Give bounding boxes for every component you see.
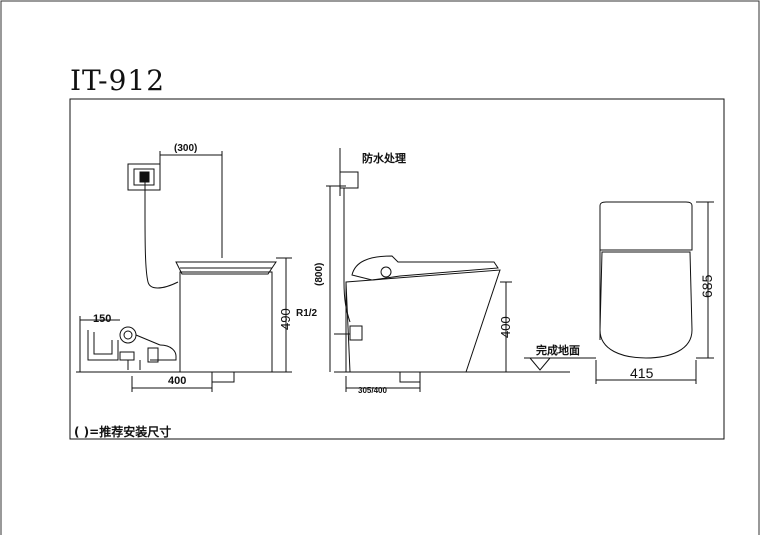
end-view [595, 201, 714, 384]
installation-note: ( )=推荐安装尺寸 [74, 425, 172, 439]
label-dim-415: 415 [630, 365, 654, 381]
toilet-profile-lid [351, 255, 499, 281]
wall-outlet-frame [127, 163, 161, 191]
toilet-lid [175, 261, 277, 275]
label-dim-150: 150 [93, 313, 111, 325]
toilet-profile-body [345, 269, 501, 373]
label-dim-490: 490 [278, 308, 293, 330]
end-tank [599, 201, 693, 251]
label-finished-floor: 完成地面 [536, 343, 580, 357]
end-bowl [599, 251, 693, 359]
model-title: IT-912 [70, 64, 166, 97]
hose-loop [87, 330, 119, 361]
label-dim-685: 685 [699, 274, 715, 298]
side-view [76, 151, 292, 392]
toilet-foot [211, 371, 235, 383]
label-r12: R1/2 [296, 308, 318, 319]
label-dim-400-profile: 400 [498, 316, 513, 338]
r12-connector [349, 325, 363, 341]
profile-view [326, 148, 596, 392]
toilet-body [179, 271, 273, 373]
connector-a [119, 351, 135, 361]
label-dim-800: (800) [314, 263, 325, 286]
label-dim-305-400: 305/400 [358, 386, 387, 395]
profile-foot [399, 371, 421, 383]
label-waterproof: 防水处理 [362, 151, 406, 165]
label-dim-400-side: 400 [168, 375, 186, 387]
valve-knob [119, 326, 137, 344]
floor-marker [529, 357, 551, 371]
drawing-frame [69, 98, 725, 440]
wall-outlet-inner [133, 168, 155, 186]
label-dim-300: (300) [174, 143, 197, 154]
wall-plug [139, 171, 150, 183]
power-cable [144, 182, 179, 289]
control-knob [380, 266, 392, 278]
connector-b [147, 347, 159, 363]
supply-pipe [150, 344, 177, 361]
